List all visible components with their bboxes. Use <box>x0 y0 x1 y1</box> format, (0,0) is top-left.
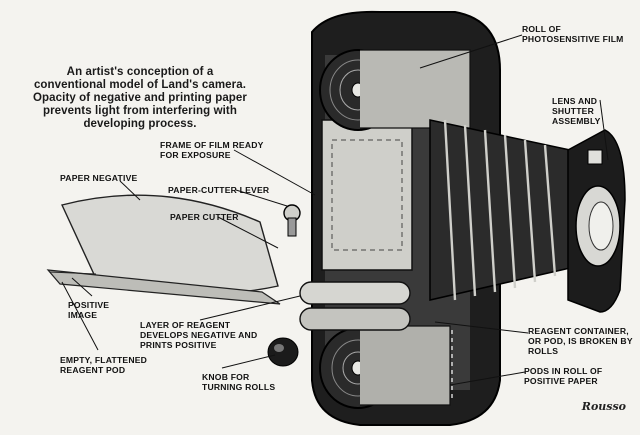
label-reagent-layer: Layer of reagent develops negative and p… <box>140 320 258 350</box>
label-lens-assembly: Lens and shutter assembly <box>552 96 601 126</box>
artist-signature: Rousso <box>581 400 626 413</box>
label-reagent-container: Reagent container, or pod, is broken by … <box>528 326 633 356</box>
knob-for-turning-rolls <box>267 337 299 367</box>
camera-body <box>267 10 501 426</box>
label-paper-cutter: Paper cutter <box>170 212 239 222</box>
label-paper-negative: Paper negative <box>60 173 138 183</box>
label-roll-of-film: Roll of photosensitive film <box>522 24 624 44</box>
label-positive-image: Positive image <box>68 300 110 320</box>
leader-lines <box>61 34 609 386</box>
label-empty-pod: Empty, flattened reagent pod <box>60 355 148 375</box>
bellows <box>429 119 571 301</box>
label-pods-in-roll: Pods in roll of positive paper <box>524 366 603 386</box>
lens-shutter-assembly <box>567 129 626 313</box>
label-frame-of-film: Frame of film ready for exposure <box>160 140 264 160</box>
label-knob: Knob for turning rolls <box>202 372 276 392</box>
paper-cutter-lever <box>283 204 301 237</box>
top-film-roll <box>319 49 471 131</box>
film-frame <box>321 119 413 271</box>
label-paper-cutter-lever: Paper-cutter lever <box>168 185 270 195</box>
bottom-paper-roll <box>319 325 453 409</box>
diagram-caption: An artist's conception of a conventional… <box>32 66 248 130</box>
pressure-rollers <box>299 281 411 331</box>
